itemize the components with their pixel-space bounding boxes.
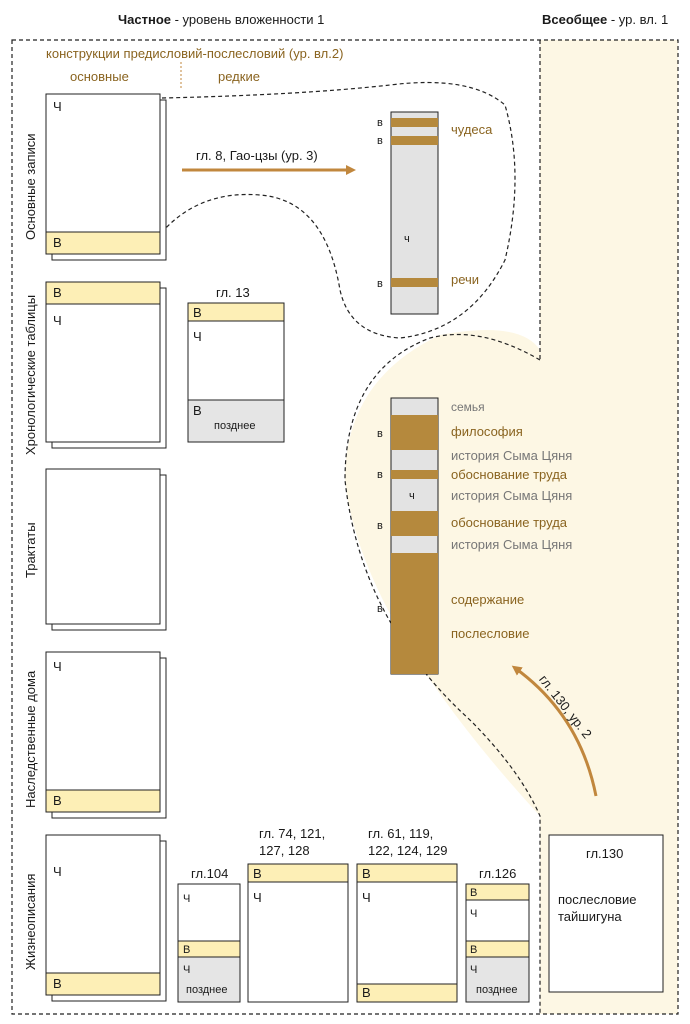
constructions-label: конструкции предисловий-послесловий (ур.… — [46, 46, 344, 61]
ch126-later: позднее — [476, 984, 518, 996]
strip-label-afterword: послесловие — [451, 626, 530, 641]
big-ch: ч — [409, 490, 415, 502]
strip-label-history-2: история Сыма Цяня — [451, 488, 573, 503]
afterword-line-2: тайшигуна — [558, 909, 622, 924]
annals-ch: Ч — [53, 99, 62, 114]
ch61-ch: Ч — [362, 890, 371, 905]
row-label-tables: Хронологические таблицы — [23, 294, 38, 455]
ch74-box — [247, 863, 349, 1003]
strip-label-history-3: история Сыма Цяня — [451, 537, 573, 552]
ch104-title: гл.104 — [191, 866, 229, 881]
strip-label-history-1: история Сыма Цяня — [451, 448, 573, 463]
strip-label-content: содержание — [451, 592, 525, 607]
ch74-title-2: 127, 128 — [259, 843, 310, 858]
ch13-title: гл. 13 — [216, 285, 250, 300]
ch104-ch2: Ч — [183, 964, 191, 976]
gao-arrow-label: гл. 8, Гао-цзы (ур. 3) — [196, 148, 318, 163]
ch126-v: В — [470, 887, 478, 899]
houses-v: В — [53, 793, 62, 808]
ch104-v: В — [183, 944, 191, 956]
private-frame — [11, 39, 679, 1015]
bio-v: В — [53, 976, 62, 991]
big-v2: в — [377, 469, 383, 481]
houses-ch: Ч — [53, 659, 62, 674]
afterword-line-1: послесловие — [558, 892, 637, 907]
ch130-box — [548, 834, 664, 993]
ch74-ch: Ч — [253, 890, 262, 905]
tables-v: В — [53, 285, 62, 300]
tables-v-band — [45, 281, 161, 305]
main-label: основные — [70, 69, 129, 84]
ch126-ch2: Ч — [470, 964, 478, 976]
ch104-later: позднее — [186, 984, 228, 996]
row-label-houses: Наследственные дома — [23, 670, 38, 808]
ch74-title-1: гл. 74, 121, — [259, 826, 326, 841]
gao-v2: в — [377, 135, 383, 147]
header-private: Частное - уровень вложенности 1 — [118, 12, 325, 27]
ch13-v2: В — [193, 403, 202, 418]
ch104-ch: Ч — [183, 893, 191, 905]
ch13-v: В — [193, 305, 202, 320]
gao-ch: ч — [404, 233, 410, 245]
ch61-title-1: гл. 61, 119, — [368, 826, 434, 841]
ch61-v2: В — [362, 985, 371, 1000]
big-v4: в — [377, 603, 383, 615]
row-label-biographies: Жизнеописания — [23, 873, 38, 970]
ch13-ch: Ч — [193, 329, 202, 344]
ch130-arrow-label: гл. 130, ур. 2 — [536, 672, 595, 742]
gao-v3: в — [377, 278, 383, 290]
ch61-v: В — [362, 866, 371, 881]
tables-ch: Ч — [53, 313, 62, 328]
bio-v-band — [45, 972, 161, 996]
ch126-ch: Ч — [470, 908, 478, 920]
speeches-label: речи — [451, 272, 480, 287]
bio-ch: Ч — [53, 864, 62, 879]
common-blob-outline — [344, 333, 541, 1014]
ch13-later: позднее — [214, 420, 256, 432]
big-v3: в — [377, 520, 383, 532]
houses-v-band — [45, 789, 161, 813]
ch126-v2: В — [470, 944, 478, 956]
header-common: Всеобщее - ур. вл. 1 — [542, 12, 669, 27]
annals-v-band — [45, 231, 161, 255]
big-v1: в — [377, 428, 383, 440]
annals-v: В — [53, 235, 62, 250]
annals-callout — [161, 81, 516, 339]
strip-label-justification-2: обоснование труда — [451, 515, 568, 530]
ch126-title: гл.126 — [479, 866, 517, 881]
ch130-arrow — [511, 665, 598, 797]
miracles-label: чудеса — [451, 122, 493, 137]
ch61-title-2: 122, 124, 129 — [368, 843, 448, 858]
strip-label-justification-1: обоснование труда — [451, 467, 568, 482]
strip-label-family: семья — [451, 400, 485, 414]
gao-v1: в — [377, 117, 383, 129]
row-label-treatises: Трактаты — [23, 522, 38, 578]
strip-label-philosophy: философия — [451, 424, 523, 439]
row-label-annals: Основные записи — [23, 133, 38, 240]
common-area-fill — [345, 40, 678, 1014]
rare-label: редкие — [218, 69, 260, 84]
ch74-v: В — [253, 866, 262, 881]
ch130-title: гл.130 — [586, 846, 624, 861]
